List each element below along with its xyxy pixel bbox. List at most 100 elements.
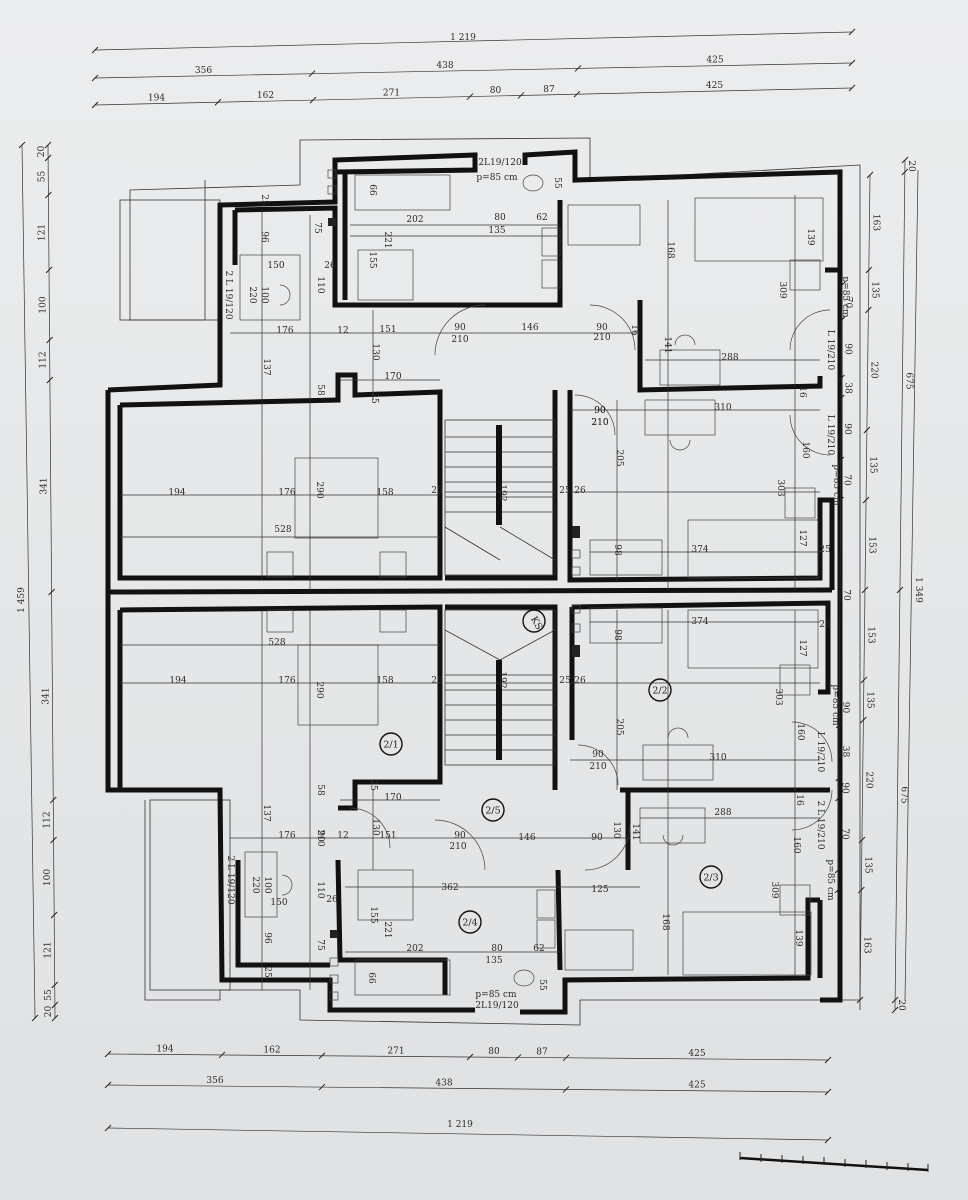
right-middle-label: 135 [870, 281, 880, 298]
dimension-tick [466, 1053, 474, 1061]
right-total-line [904, 169, 919, 1001]
interior-dim-label: 127 [797, 529, 807, 546]
room-tag-label: 2/1 [383, 740, 398, 751]
interior-dim-label: 170 [384, 793, 401, 803]
dimension-tick [49, 796, 57, 804]
dimension-tick [838, 316, 846, 324]
interior-dim-label: 160 [800, 441, 810, 458]
window-label-w6: p=85 cm [831, 464, 841, 506]
window-label-w7: p=85 cm [830, 684, 840, 726]
bottom-row1-label: 80 [488, 1047, 500, 1057]
right-inner-label: 90 [840, 782, 850, 794]
interior-dim-label: 26 [574, 486, 586, 496]
interior-dim-label: 80 [494, 213, 506, 223]
left-chain-label: 121 [38, 224, 48, 241]
interior-dim-label: 75 [315, 939, 325, 951]
top-row3-label: 162 [257, 91, 274, 101]
interior-dim-label: 100 [259, 286, 269, 303]
right-inner-label: 38 [842, 382, 852, 394]
interior-dim-label: 90 [594, 406, 606, 416]
interior-dim-label: 374 [691, 545, 708, 555]
interior-dim-label: 151 [379, 325, 396, 335]
top-total-line [94, 31, 853, 51]
room-tags: 2/12/22/32/42/5KS [379, 609, 723, 934]
right-middle-label: 135 [867, 456, 877, 473]
dimension-tick [865, 306, 872, 314]
dimension-tick [574, 65, 582, 72]
right-inner-label: 90 [843, 343, 853, 355]
stairs-top [444, 419, 556, 576]
interior-dim-label: 210 [449, 842, 466, 852]
right-outer-line [894, 159, 906, 1011]
bottom-total-label: 1 219 [447, 1120, 473, 1130]
interior-dim-label: 220 [247, 286, 257, 303]
interior-dim-label: 16 [794, 794, 804, 806]
dimension-tick [309, 96, 317, 104]
dimension-tick [104, 1050, 112, 1058]
interior-dim-label: 62 [536, 213, 547, 223]
interior-dim-label: 176 [278, 676, 295, 686]
interior-dim-label: 288 [714, 808, 731, 818]
window-label-w13: 2L19/120 [475, 1001, 519, 1011]
bottom-row2-line [107, 1084, 829, 1093]
interior-dim-label: 155 [367, 251, 377, 268]
dimension-tick [848, 59, 856, 67]
dimension-tick [562, 1054, 570, 1062]
furniture [239, 174, 824, 996]
interior-dim-label: 25 [431, 486, 443, 496]
top-row2-label: 425 [706, 56, 723, 66]
interior-dim-label: 26 [574, 676, 586, 686]
dimension-tick [45, 191, 52, 199]
interior-dim-label: 25 [262, 966, 272, 978]
left-chain-label: 112 [39, 351, 49, 368]
room-tag-circle [522, 609, 546, 633]
interior-dim-label: 25 [431, 676, 443, 686]
interior-dim-label: 96 [259, 231, 269, 243]
left-chain-line [47, 144, 56, 1019]
interior-dim-label: 25 [259, 194, 269, 206]
interior-dim-label: 202 [406, 944, 423, 954]
interior-dim-label: 12 [337, 831, 348, 841]
interior-dim-label: 210 [451, 335, 468, 345]
room-tag-label: 2/2 [652, 686, 667, 697]
right-middle-label: 220 [869, 361, 879, 378]
dimension-tick [860, 716, 867, 724]
interior-dim-label: 290 [314, 681, 324, 698]
interior-dim-label: 12 [337, 326, 348, 336]
bottom-total-line [107, 1127, 829, 1141]
window-label-w8: L 19/210 [815, 732, 825, 773]
interior-dim-label: 130 [370, 343, 380, 360]
interior-dim-label: 202 [406, 215, 423, 225]
interior-dim-label: 26 [326, 895, 338, 905]
interior-dim-label: 210 [593, 333, 610, 343]
interior-dim-label: 96 [262, 932, 272, 944]
left-chain-label: 55 [44, 989, 54, 1001]
interior-dim-label: 221 [382, 231, 392, 248]
interior-dim-label: 66 [367, 184, 377, 196]
dimension-tick [835, 686, 843, 694]
left-chain-label: 112 [42, 811, 52, 828]
left-chain-label: 100 [43, 869, 53, 886]
interior-dim-label: 90 [596, 323, 608, 333]
stairs-bottom [444, 609, 556, 766]
dimension-tick [901, 168, 909, 176]
interior-dim-label: 150 [267, 261, 284, 271]
right-outer-label: 20 [906, 160, 916, 172]
interior-dim-label: 168 [665, 241, 675, 258]
right-outer-label: 20 [896, 999, 906, 1011]
dimension-tick [51, 1014, 59, 1022]
walls [105, 149, 843, 1015]
interior-dim-label: 16 [797, 386, 807, 398]
interior-dim-label: 210 [591, 418, 608, 428]
left-chain-label: 55 [37, 171, 47, 183]
outer-outline [119, 137, 861, 1026]
interior-dim-label: 25 [369, 392, 379, 404]
room-tag-circle [648, 678, 672, 702]
interior-dim-label: 310 [714, 403, 731, 413]
dimension-tick [838, 281, 846, 289]
top-row2-label: 356 [195, 66, 212, 76]
interior-dim-label: 151 [379, 831, 396, 841]
vent-shafts [327, 169, 581, 1001]
interior-dim-label: 110 [315, 881, 325, 898]
